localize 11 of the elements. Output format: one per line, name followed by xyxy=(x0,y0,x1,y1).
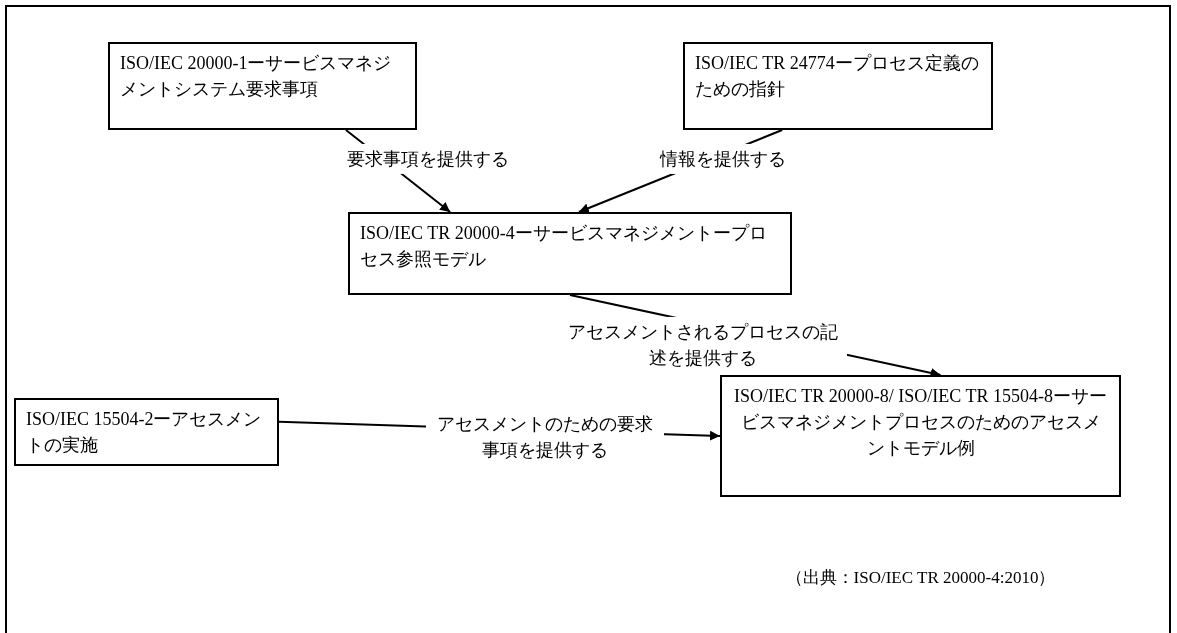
standard-box xyxy=(108,42,417,130)
box-text: ISO/IEC 20000-1ーサービスマネジメントシステム要求事項 xyxy=(120,52,393,102)
box-text: ISO/IEC TR 20000-4ーサービスマネジメントープロセス参照モデル xyxy=(360,222,768,272)
box-text: ISO/IEC TR 24774ープロセス定義のための指針 xyxy=(695,52,980,102)
standard-box xyxy=(720,375,1121,497)
box-text: ISO/IEC 15504-2ーアセスメントの実施 xyxy=(26,408,263,458)
caption: （出典：ISO/IEC TR 20000-4:2010） xyxy=(784,567,1057,589)
standard-box xyxy=(683,42,993,130)
box-text: ISO/IEC TR 20000-8/ ISO/IEC TR 15504-8ーサービスマネジメントプロセスのためのアセスメントモデル例 xyxy=(733,385,1108,461)
standard-box xyxy=(348,212,792,295)
standard-box xyxy=(14,398,279,466)
